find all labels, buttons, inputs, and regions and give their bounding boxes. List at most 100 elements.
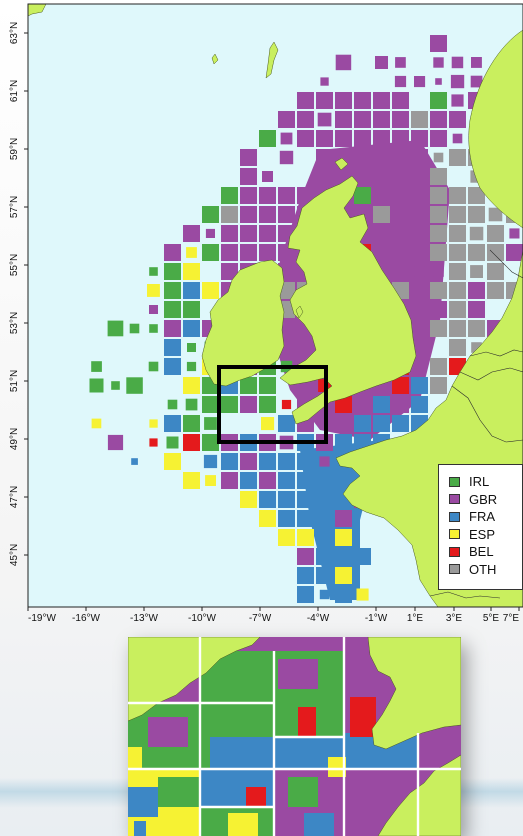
effort-cell — [449, 320, 466, 337]
effort-cell — [487, 282, 504, 299]
effort-cell — [205, 228, 215, 238]
effort-cell — [317, 112, 332, 127]
effort-cell — [430, 377, 447, 394]
inset-effort-cell — [210, 737, 274, 769]
effort-cell — [316, 168, 333, 185]
effort-cell — [354, 111, 371, 128]
effort-cell — [297, 491, 314, 508]
effort-cell — [335, 472, 352, 489]
effort-cell — [452, 133, 463, 144]
effort-cell — [202, 282, 219, 299]
effort-cell — [316, 548, 333, 565]
effort-cell — [506, 244, 523, 261]
effort-cell — [89, 378, 104, 393]
effort-cell — [392, 263, 409, 280]
effort-cell — [278, 510, 295, 527]
legend-label: IRL — [469, 474, 490, 490]
effort-cell — [430, 130, 447, 147]
effort-cell — [449, 301, 466, 318]
inset-effort-cell — [350, 697, 376, 737]
lat-tick-label: 55°N — [9, 254, 20, 276]
effort-cell — [411, 206, 428, 223]
effort-cell — [262, 171, 273, 182]
effort-cell — [394, 75, 407, 88]
effort-cell — [111, 381, 120, 390]
effort-cell — [183, 301, 200, 318]
effort-cell — [430, 244, 447, 261]
inset-effort-cell — [328, 757, 346, 777]
effort-cell — [91, 361, 102, 372]
inset-effort-cell — [288, 777, 318, 807]
effort-cell — [164, 453, 181, 470]
lon-tick-label: 1°E — [407, 613, 424, 624]
effort-cell — [468, 320, 485, 337]
land-orkney — [334, 157, 349, 171]
lon-tick-label: 7°E — [503, 613, 520, 624]
effort-cell — [471, 342, 482, 353]
effort-cell — [392, 377, 409, 394]
effort-cell — [259, 510, 276, 527]
effort-cell — [411, 244, 428, 261]
effort-cell — [411, 149, 428, 166]
legend-label: GBR — [469, 491, 498, 507]
effort-cell — [468, 244, 485, 261]
effort-cell — [167, 399, 178, 410]
effort-cell — [205, 475, 216, 486]
effort-cell — [487, 225, 504, 242]
effort-cell — [430, 282, 447, 299]
effort-cell — [204, 417, 217, 430]
effort-cell — [449, 206, 466, 223]
effort-cell — [354, 415, 371, 432]
effort-cell — [450, 74, 465, 89]
effort-cell — [335, 529, 352, 546]
effort-cell — [335, 111, 352, 128]
inset-effort-cell — [128, 747, 142, 769]
effort-cell — [240, 149, 257, 166]
effort-cell — [221, 453, 238, 470]
inset-effort-cell — [298, 707, 316, 737]
effort-cell — [281, 399, 292, 410]
effort-cell — [430, 35, 447, 52]
inset-land-ireland — [128, 637, 261, 722]
effort-cell — [430, 301, 447, 318]
effort-cell — [278, 529, 295, 546]
inset-highlight-box — [217, 365, 328, 444]
effort-cell — [297, 453, 314, 470]
effort-cell — [392, 415, 409, 432]
land-isle-of-man — [295, 305, 304, 319]
effort-cell — [319, 589, 330, 600]
effort-cell — [411, 377, 428, 394]
effort-cell — [449, 282, 466, 299]
effort-cell — [186, 361, 197, 372]
inset-effort-cell — [228, 813, 258, 836]
effort-cell — [392, 130, 409, 147]
effort-cell — [164, 282, 181, 299]
effort-cell — [430, 111, 447, 128]
effort-cell — [395, 57, 406, 68]
legend-item-bel: BEL — [449, 543, 522, 561]
effort-cell — [297, 529, 314, 546]
effort-cell — [187, 343, 196, 352]
effort-cell — [259, 244, 276, 261]
effort-cell — [468, 282, 485, 299]
effort-cell — [392, 92, 409, 109]
lon-tick-label: -19°W — [28, 613, 56, 624]
legend-swatch — [449, 476, 460, 487]
effort-cell — [433, 152, 444, 163]
effort-cell — [373, 206, 390, 223]
effort-cell — [433, 266, 444, 277]
lon-tick-label: -7°W — [249, 613, 272, 624]
effort-cell — [297, 472, 314, 489]
effort-cell — [149, 419, 158, 428]
effort-cell — [468, 206, 485, 223]
effort-cell — [278, 453, 295, 470]
effort-cell — [202, 206, 219, 223]
effort-cell — [278, 491, 295, 508]
effort-cell — [411, 301, 428, 318]
effort-cell — [240, 244, 257, 261]
effort-cell — [354, 396, 371, 413]
inset-land-cornwall — [377, 754, 461, 836]
effort-cell — [468, 301, 485, 318]
effort-cell — [335, 130, 352, 147]
effort-cell — [376, 190, 387, 201]
